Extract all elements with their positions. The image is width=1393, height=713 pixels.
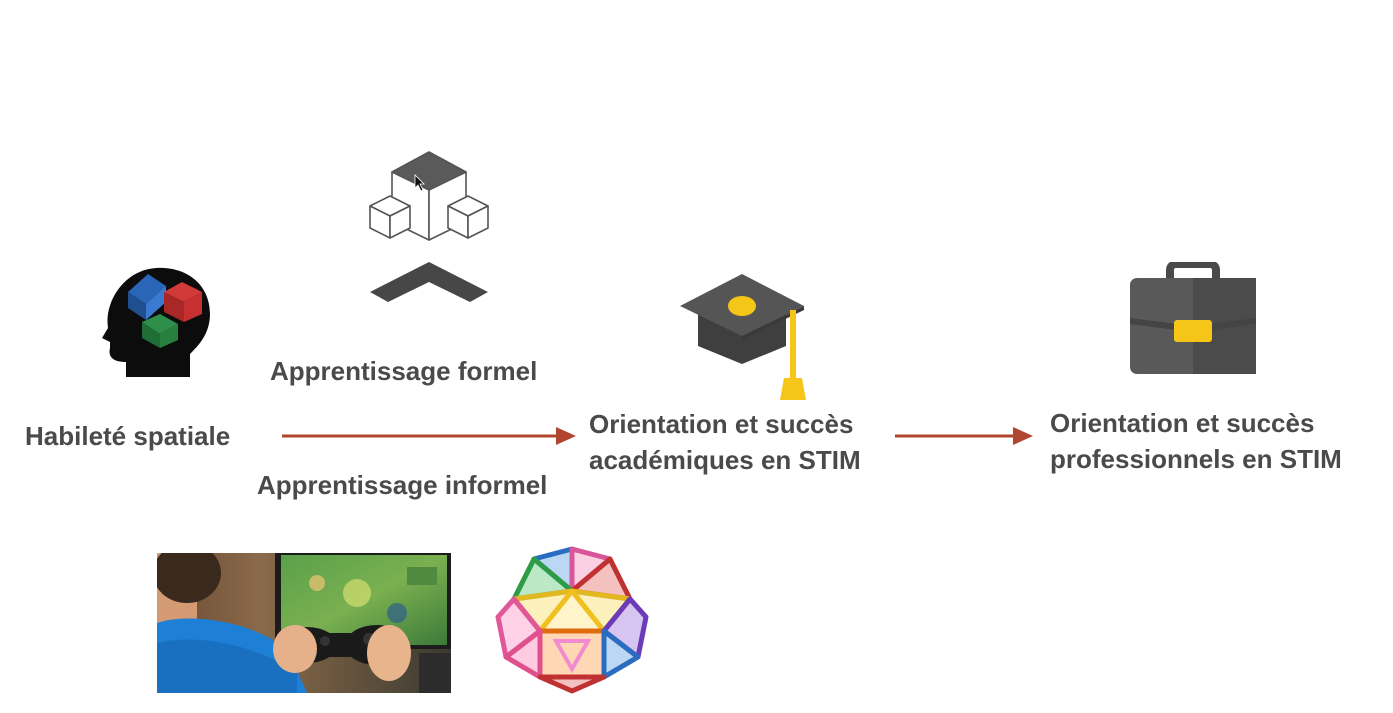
arrow-academic-to-professional	[893, 424, 1035, 448]
formal-learning-label: Apprentissage formel	[270, 356, 538, 386]
professional-success-line-2: professionnels en STIM	[1050, 444, 1342, 475]
head-with-cubes-icon	[98, 262, 214, 380]
arrow-spatial-to-academic	[280, 424, 578, 448]
graduation-cap-icon	[678, 270, 806, 402]
magnetic-tiles-toy-photo	[494, 545, 650, 695]
professional-success-line-1: Orientation et succès	[1050, 408, 1315, 438]
professional-success-label: Orientation et succès professionnels en …	[1050, 405, 1342, 478]
spatial-ability-label: Habileté spatiale	[25, 421, 231, 451]
mouse-cursor-icon	[414, 174, 426, 192]
briefcase-icon	[1128, 260, 1258, 376]
academic-success-line-2: académiques en STIM	[589, 445, 861, 476]
isometric-blocks-icon	[366, 148, 492, 312]
academic-success-label: Orientation et succès académiques en STI…	[589, 406, 861, 479]
informal-learning-label: Apprentissage informel	[257, 470, 548, 500]
academic-success-line-1: Orientation et succès	[589, 409, 854, 439]
child-playing-video-game-photo	[157, 553, 451, 693]
